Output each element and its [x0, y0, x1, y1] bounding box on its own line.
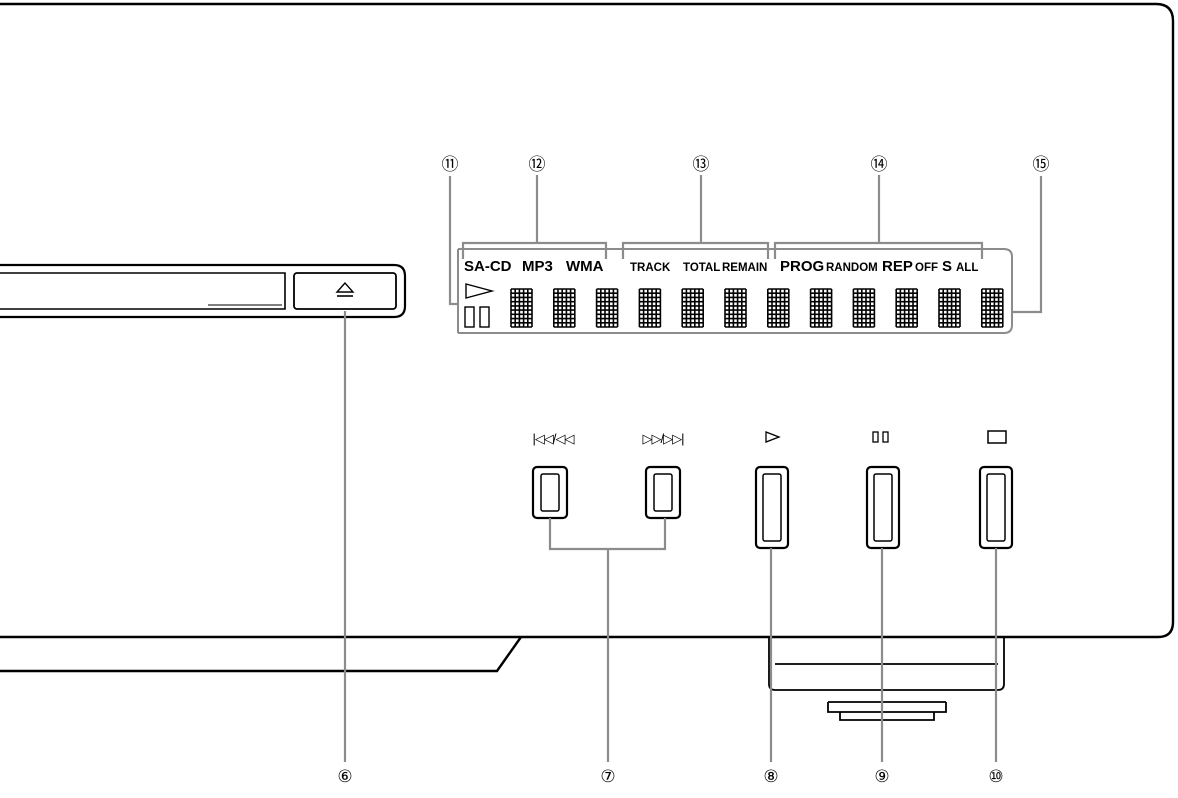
stop-button[interactable] [978, 465, 1014, 550]
play-button[interactable] [754, 465, 790, 550]
callout-14: ⑭ [871, 155, 888, 174]
indicator-s: S [942, 258, 952, 275]
dot-matrix-display [510, 288, 1004, 328]
callout-13: ⑬ [693, 155, 710, 174]
stand-foot [768, 637, 1005, 721]
indicator-remain: REMAIN [722, 262, 767, 274]
callout-8: ⑧ [763, 767, 778, 786]
eject-icon [335, 281, 355, 297]
dot-matrix-character [895, 288, 919, 328]
play-status-indicator [464, 283, 495, 328]
play-indicator-icon [465, 283, 495, 299]
disc-tray [0, 263, 407, 319]
indicator-all: ALL [956, 262, 978, 274]
dot-matrix-character [809, 288, 833, 328]
indicator-track: TRACK [630, 262, 671, 274]
skip-back-symbol: |◁◁/◁◁ [533, 431, 575, 446]
indicator-wma: WMA [566, 258, 604, 275]
indicator-random: RANDOM [826, 262, 878, 274]
pause-icon [872, 431, 889, 443]
dot-matrix-character [980, 288, 1004, 328]
dot-matrix-character [681, 288, 705, 328]
callout-12: ⑫ [529, 155, 546, 174]
play-icon [765, 431, 781, 443]
indicator-rep: REP [882, 258, 913, 275]
callout-7: ⑦ [600, 767, 615, 786]
eject-button[interactable] [293, 272, 397, 310]
skip-forward-symbol: ▷▷/▷▷| [643, 431, 685, 446]
callout-11: ⑪ [442, 155, 459, 174]
chassis-base-outline [0, 636, 522, 673]
skip-forward-button[interactable] [644, 465, 682, 520]
callout-6: ⑥ [337, 767, 352, 786]
callout-9: ⑨ [874, 767, 889, 786]
indicator-prog: PROG [780, 258, 824, 275]
stop-icon [987, 430, 1007, 444]
indicator-off: OFF [915, 262, 938, 274]
dot-matrix-character [510, 288, 533, 328]
dot-matrix-character [766, 288, 790, 328]
skip-back-button[interactable] [531, 465, 569, 520]
dot-matrix-character [595, 288, 619, 328]
dot-matrix-character [852, 288, 876, 328]
display-window [458, 248, 1013, 334]
dot-matrix-character [552, 288, 576, 328]
callout-10: ⑩ [988, 767, 1003, 786]
indicator-mp3: MP3 [522, 258, 553, 275]
front-panel-display: SA-CD MP3 WMA TRACK TOTAL REMAIN PROG RA… [448, 175, 1043, 334]
pause-button[interactable] [865, 465, 901, 550]
dot-matrix-character [938, 288, 961, 328]
pause-indicator-icon [464, 306, 490, 328]
indicator-total: TOTAL [683, 262, 720, 274]
panel-body-outline [0, 2, 1175, 639]
indicator-sa-cd: SA-CD [464, 258, 512, 275]
dot-matrix-character [638, 288, 662, 328]
callout-15: ⑮ [1033, 155, 1050, 174]
dot-matrix-character [724, 288, 747, 328]
